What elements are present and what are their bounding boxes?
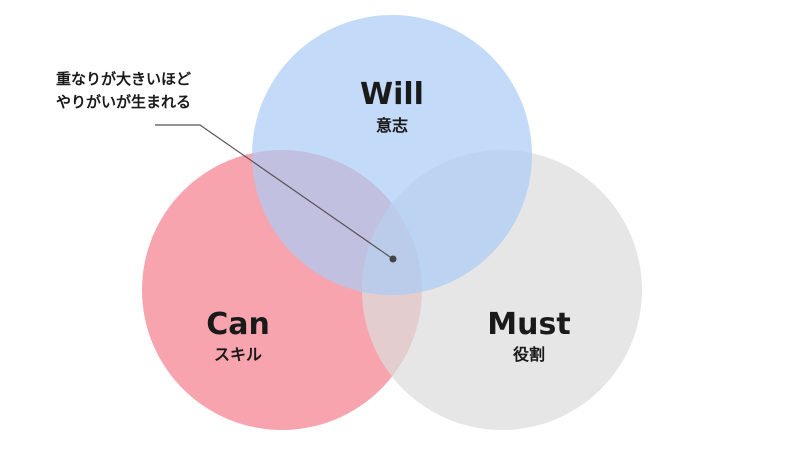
- must-label: Must: [487, 307, 570, 342]
- will-sublabel: 意志: [376, 116, 408, 135]
- must-sublabel: 役割: [513, 345, 545, 364]
- can-sublabel: スキル: [214, 345, 262, 364]
- can-label: Can: [206, 307, 270, 342]
- annotation-leader-line: [155, 124, 394, 260]
- annotation-line-2: やりがいが生まれる: [56, 93, 191, 111]
- annotation-line-1: 重なりが大きいほど: [56, 70, 191, 88]
- will-label: Will: [360, 77, 424, 112]
- will-circle: [252, 15, 532, 295]
- center-point-marker: [389, 255, 397, 263]
